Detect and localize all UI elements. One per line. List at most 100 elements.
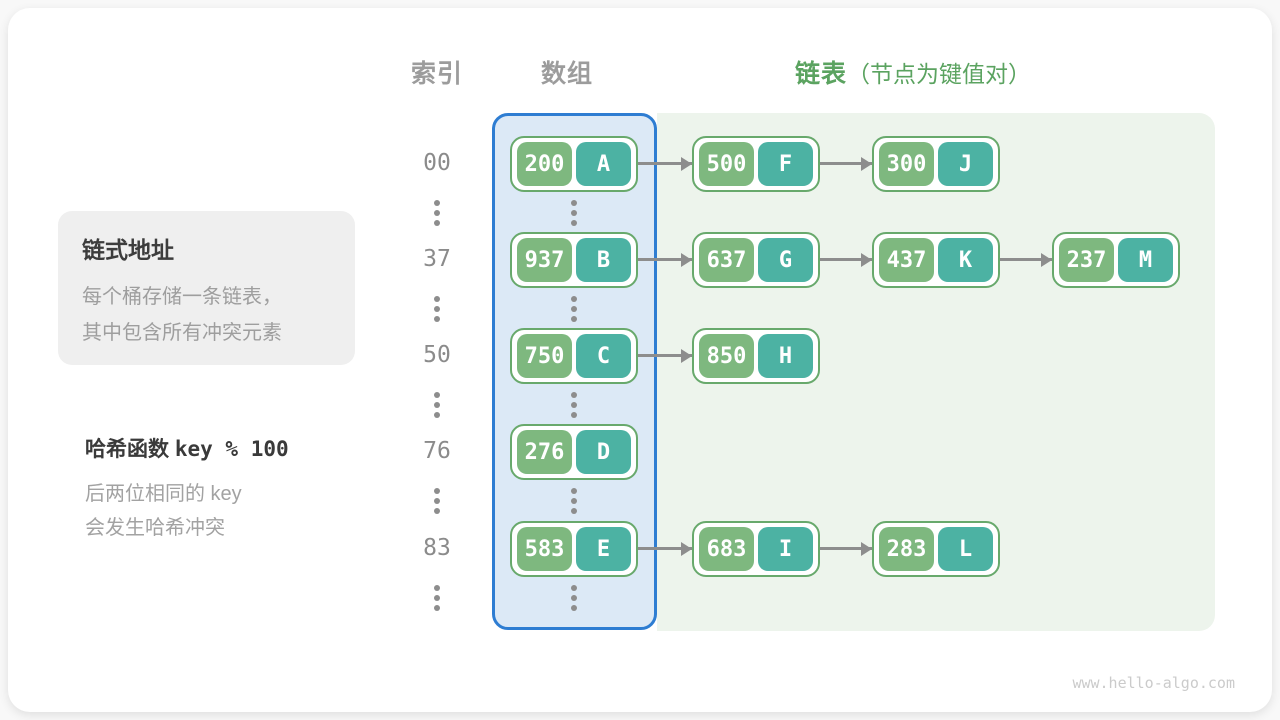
key-cell: 750	[517, 334, 572, 378]
ellipsis-dot	[434, 200, 440, 206]
arrow	[636, 547, 692, 550]
ellipsis-dot	[571, 210, 577, 216]
ellipsis-dot	[434, 316, 440, 322]
hash-note-line: 会发生哈希冲突	[85, 517, 225, 539]
ellipsis-dot	[571, 296, 577, 302]
key-cell: 937	[517, 238, 572, 282]
ellipsis-dots	[571, 585, 577, 615]
ellipsis-dot	[571, 306, 577, 312]
value-cell: C	[576, 334, 631, 378]
ellipsis-dot	[571, 392, 577, 398]
watermark: www.hello-algo.com	[1072, 674, 1235, 692]
ellipsis-dot	[434, 498, 440, 504]
arrow	[636, 258, 692, 261]
index-column-header: 索引	[410, 60, 463, 88]
ellipsis-dot	[434, 392, 440, 398]
ellipsis-dot	[434, 402, 440, 408]
key-cell: 850	[699, 334, 754, 378]
key-cell: 276	[517, 430, 572, 474]
ellipsis-dot	[571, 585, 577, 591]
array-column-header: 数组	[540, 60, 593, 88]
value-cell: M	[1118, 238, 1173, 282]
value-cell: D	[576, 430, 631, 474]
ellipsis-dots	[571, 200, 577, 230]
key-cell: 237	[1059, 238, 1114, 282]
arrow	[818, 547, 872, 550]
ellipsis-dots	[434, 488, 440, 518]
arrow	[998, 258, 1052, 261]
arrow	[818, 258, 872, 261]
ellipsis-dot	[434, 296, 440, 302]
value-cell: B	[576, 238, 631, 282]
ellipsis-dot	[571, 508, 577, 514]
list-header-note: （节点为键值对）	[847, 61, 1032, 87]
ellipsis-dot	[434, 585, 440, 591]
ellipsis-dots	[434, 200, 440, 230]
key-cell: 200	[517, 142, 572, 186]
ellipsis-dots	[434, 585, 440, 615]
ellipsis-dot	[434, 210, 440, 216]
hash-function-code: key % 100	[174, 437, 289, 461]
index-label: 00	[423, 150, 451, 176]
ellipsis-dot	[434, 306, 440, 312]
ellipsis-dot	[571, 402, 577, 408]
value-cell: E	[576, 527, 631, 571]
ellipsis-dot	[571, 605, 577, 611]
ellipsis-dot	[571, 488, 577, 494]
value-cell: A	[576, 142, 631, 186]
value-cell: K	[938, 238, 993, 282]
ellipsis-dot	[434, 508, 440, 514]
list-column-header: 链表（节点为键值对）	[795, 54, 1031, 90]
index-label: 37	[423, 246, 451, 272]
value-cell: I	[758, 527, 813, 571]
key-cell: 283	[879, 527, 934, 571]
key-cell: 583	[517, 527, 572, 571]
key-cell: 437	[879, 238, 934, 282]
chaining-info-box: 链式地址 每个桶存储一条链表， 其中包含所有冲突元素	[58, 211, 355, 365]
arrow	[636, 162, 692, 165]
ellipsis-dot	[571, 595, 577, 601]
value-cell: L	[938, 527, 993, 571]
key-cell: 637	[699, 238, 754, 282]
ellipsis-dot	[434, 595, 440, 601]
ellipsis-dot	[571, 412, 577, 418]
value-cell: G	[758, 238, 813, 282]
ellipsis-dot	[571, 220, 577, 226]
value-cell: J	[938, 142, 993, 186]
ellipsis-dot	[571, 200, 577, 206]
value-cell: F	[758, 142, 813, 186]
ellipsis-dot	[434, 220, 440, 226]
list-header-label: 链表	[795, 60, 848, 88]
key-cell: 300	[879, 142, 934, 186]
ellipsis-dot	[571, 498, 577, 504]
ellipsis-dots	[571, 392, 577, 422]
arrow	[636, 354, 692, 357]
ellipsis-dots	[571, 296, 577, 326]
hash-function-formula: 哈希函数 key % 100	[85, 433, 289, 463]
ellipsis-dot	[434, 488, 440, 494]
hash-function-prefix: 哈希函数	[85, 438, 175, 461]
ellipsis-dots	[434, 296, 440, 326]
info-box-line: 其中包含所有冲突元素	[82, 322, 282, 344]
ellipsis-dot	[434, 412, 440, 418]
info-box-line: 每个桶存储一条链表，	[82, 286, 282, 308]
index-label: 76	[423, 438, 451, 464]
hash-function-note: 哈希函数 key % 100 后两位相同的 key 会发生哈希冲突	[85, 433, 289, 545]
ellipsis-dot	[434, 605, 440, 611]
ellipsis-dots	[434, 392, 440, 422]
ellipsis-dot	[571, 316, 577, 322]
